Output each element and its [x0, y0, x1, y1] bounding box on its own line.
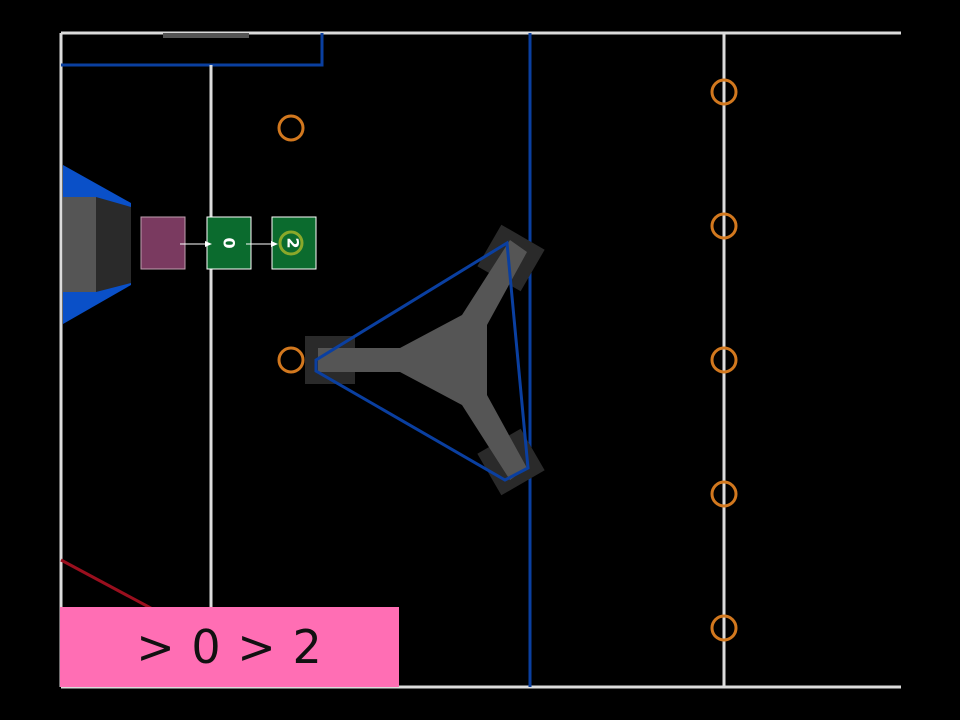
robot-body: [318, 240, 527, 480]
robot-outline: [314, 240, 530, 482]
path-node-0-label: 0: [220, 237, 239, 248]
ring-icon[interactable]: [277, 346, 305, 374]
red-zone-line: [60, 558, 161, 615]
ring-icon: [278, 230, 304, 256]
path-node-2-label: 2: [284, 237, 303, 248]
robot[interactable]: [305, 224, 545, 496]
ring-icon[interactable]: [710, 614, 738, 642]
path-node-0[interactable]: [206, 216, 252, 270]
blue-goal-post: [63, 197, 96, 292]
path-sequence: 0 2: [140, 216, 317, 270]
path-arrowhead-1: [205, 241, 212, 247]
ring-icon[interactable]: [710, 78, 738, 106]
path-node-start[interactable]: [140, 216, 186, 270]
path-status-banner: > 0 > 2: [60, 607, 399, 687]
ring-icon[interactable]: [710, 346, 738, 374]
path-status-text: > 0 > 2: [136, 620, 323, 674]
rings: [277, 78, 738, 642]
path-arrowhead-2: [271, 241, 278, 247]
blue-goal-inner: [96, 197, 131, 292]
ring-icon[interactable]: [710, 480, 738, 508]
top-left-zone-outline: [61, 33, 324, 67]
ring-icon[interactable]: [277, 114, 305, 142]
ring-icon[interactable]: [710, 212, 738, 240]
blue-goal: [63, 165, 131, 324]
top-left-zone-marker: [163, 33, 249, 38]
